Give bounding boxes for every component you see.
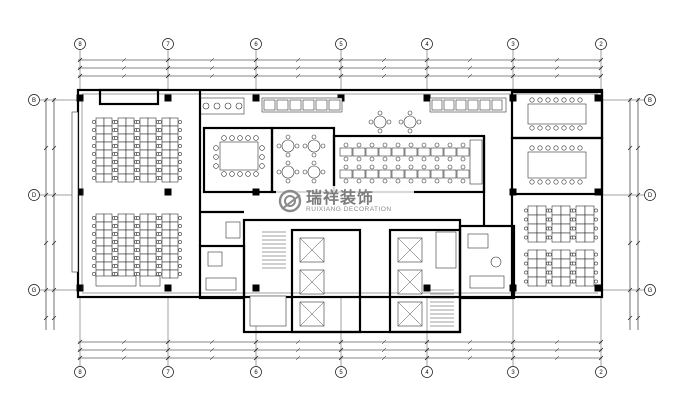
svg-text:2: 2: [599, 370, 603, 376]
partitions: [71, 90, 514, 297]
watermark-text: 瑞祥装饰 RUIXIANG DECORATION: [306, 187, 392, 213]
axis-bubble-top-2: 2: [595, 38, 607, 50]
service-core: [242, 218, 462, 334]
svg-text:4: 4: [425, 42, 429, 48]
svg-text:5: 5: [339, 42, 343, 48]
svg-text:8: 8: [78, 370, 82, 376]
axis-bubble-left-G: G: [28, 284, 40, 296]
svg-text:2: 2: [599, 42, 603, 48]
svg-text:6: 6: [254, 42, 258, 48]
svg-text:5: 5: [339, 370, 343, 376]
bottom-dimension-lines: [77, 339, 604, 361]
axis-bubble-right-B: B: [644, 94, 656, 106]
watermark-brand-en: RUIXIANG DECORATION: [306, 205, 392, 213]
right-open-office: [524, 205, 598, 287]
svg-text:G: G: [32, 288, 37, 294]
top-rooms: [98, 88, 507, 115]
axis-bubble-bottom-6: 6: [250, 366, 262, 378]
side-dimension-lines: [43, 97, 641, 330]
right-meeting-rooms: [510, 90, 604, 196]
ruixiang-logo-icon: [278, 189, 302, 213]
axis-bubble-right-G: G: [644, 284, 656, 296]
axis-bubble-top-3: 3: [507, 38, 519, 50]
axis-bubble-top-6: 6: [250, 38, 262, 50]
axis-bubble-bottom-7: 7: [162, 366, 174, 378]
lower-right-rooms: [458, 224, 516, 300]
left-open-office: [92, 117, 182, 287]
svg-text:G: G: [648, 288, 653, 294]
svg-text:6: 6: [254, 370, 258, 376]
meeting-room: [202, 126, 274, 194]
watermark: 瑞祥装饰 RUIXIANG DECORATION: [276, 186, 414, 216]
central-workstations: [332, 134, 486, 194]
svg-text:B: B: [648, 98, 652, 104]
axis-bubble-bottom-8: 8: [74, 366, 86, 378]
axis-bubble-top-4: 4: [421, 38, 433, 50]
svg-text:7: 7: [166, 370, 170, 376]
svg-text:4: 4: [425, 370, 429, 376]
svg-text:8: 8: [78, 42, 82, 48]
svg-text:B: B: [32, 98, 36, 104]
axis-bubble-left-B: B: [28, 94, 40, 106]
axis-bubble-bottom-3: 3: [507, 366, 519, 378]
svg-text:3: 3: [511, 370, 515, 376]
axis-bubble-top-5: 5: [335, 38, 347, 50]
axis-bubble-bottom-5: 5: [335, 366, 347, 378]
lower-left-rooms: [198, 221, 246, 300]
axis-bubble-top-7: 7: [162, 38, 174, 50]
svg-text:D: D: [648, 193, 653, 199]
axis-bubble-bottom-4: 4: [421, 366, 433, 378]
axis-bubble-bottom-2: 2: [595, 366, 607, 378]
axis-bubble-left-D: D: [28, 189, 40, 201]
svg-text:D: D: [32, 193, 37, 199]
axis-bubble-top-8: 8: [74, 38, 86, 50]
svg-text:3: 3: [511, 42, 515, 48]
svg-text:7: 7: [166, 42, 170, 48]
lounge-area: [270, 110, 422, 194]
top-dimension-lines: [77, 57, 604, 79]
watermark-brand-cn: 瑞祥装饰: [306, 187, 375, 207]
axis-bubble-right-D: D: [644, 189, 656, 201]
